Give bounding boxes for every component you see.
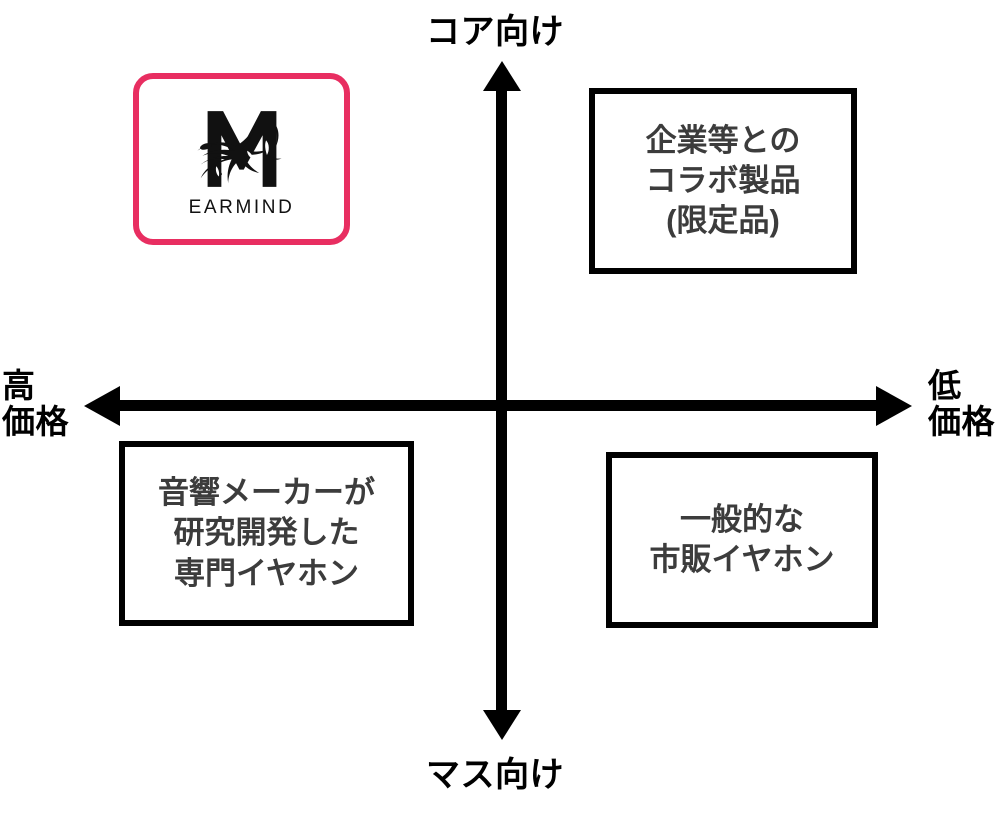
axis-label-right: 低 価格 bbox=[928, 367, 995, 440]
brand-wordmark: EARMIND bbox=[188, 196, 295, 218]
quadrant-box-generic-earphone-label: 一般的な 市販イヤホン bbox=[649, 501, 835, 577]
quadrant-box-research-earphone-label: 音響メーカーが 研究開発した 専門イヤホン bbox=[158, 475, 375, 591]
axis-label-bottom: マス向け bbox=[426, 756, 564, 794]
horizontal-axis-line bbox=[118, 400, 880, 411]
arrow-up-icon bbox=[483, 61, 521, 91]
earmind-logo-icon bbox=[196, 110, 282, 187]
axis-label-left: 高 価格 bbox=[2, 367, 69, 440]
arrow-down-icon bbox=[483, 710, 521, 740]
arrow-left-icon bbox=[84, 386, 120, 426]
quadrant-box-research-earphone[interactable]: 音響メーカーが 研究開発した 専門イヤホン bbox=[119, 441, 414, 626]
quadrant-box-generic-earphone[interactable]: 一般的な 市販イヤホン bbox=[606, 452, 878, 628]
arrow-right-icon bbox=[876, 386, 912, 426]
quadrant-box-collaboration[interactable]: 企業等との コラボ製品 (限定品) bbox=[589, 88, 857, 274]
quadrant-box-collaboration-label: 企業等との コラボ製品 (限定品) bbox=[645, 122, 801, 239]
brand-card-earmind[interactable]: EARMIND bbox=[133, 73, 350, 245]
axis-label-top: コア向け bbox=[426, 13, 564, 51]
